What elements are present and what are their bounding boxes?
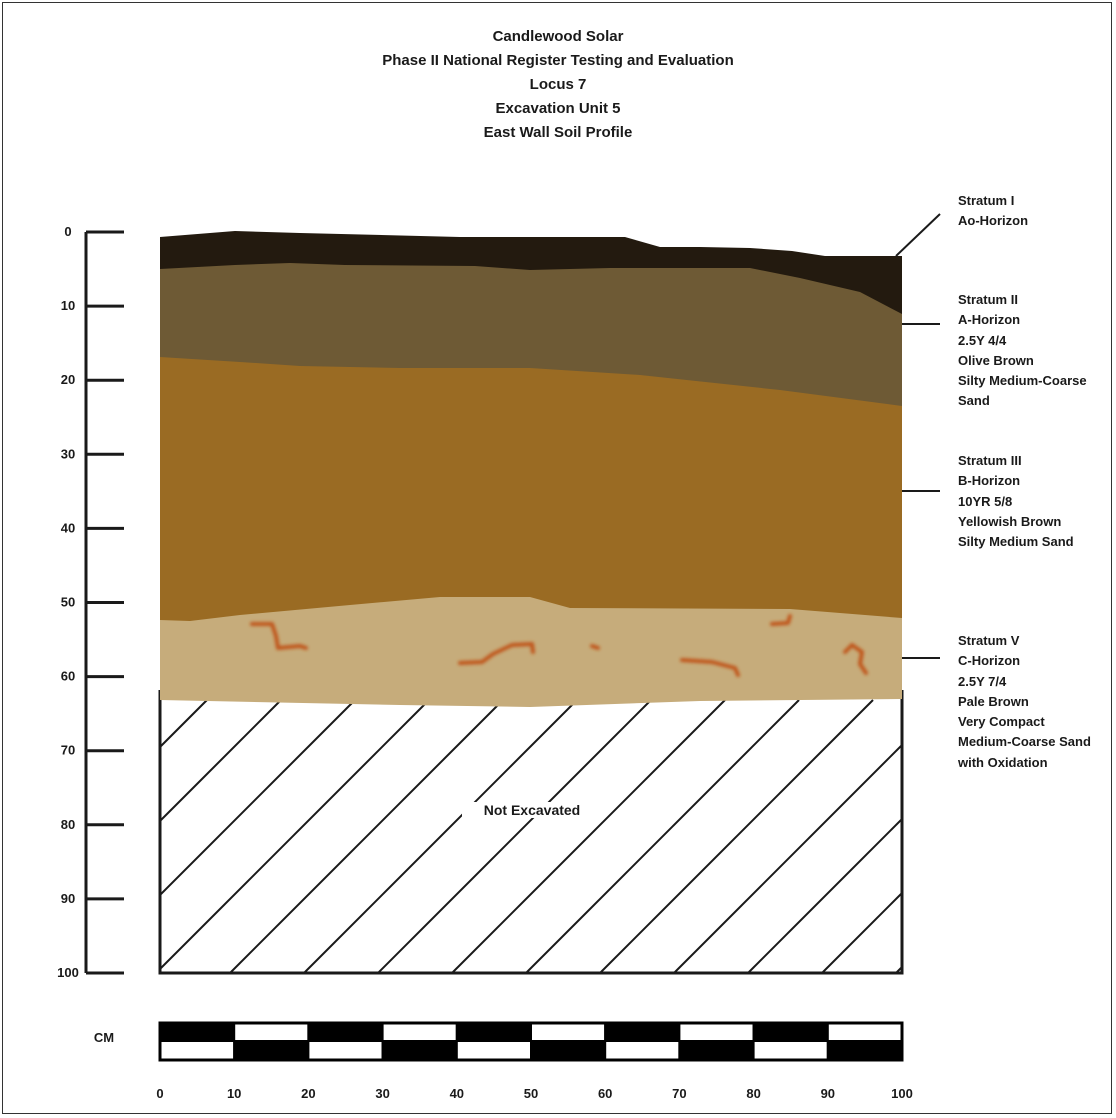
scale-tick-label-20: 20 bbox=[301, 1086, 315, 1101]
scale-cell-bottom bbox=[159, 1040, 236, 1061]
depth-tick-label-90: 90 bbox=[61, 891, 75, 906]
scale-cell-top bbox=[604, 1022, 681, 1042]
scale-bar: CM 0 10 20 30 40 50 60 70 80 90 100 bbox=[94, 1021, 913, 1101]
stratum-ii-name: Stratum II bbox=[958, 292, 1018, 307]
depth-tick-label-80: 80 bbox=[61, 817, 75, 832]
not-excavated-zone bbox=[158, 690, 904, 975]
stratum-iii-label: Stratum III B-Horizon 10YR 5/8 Yellowish… bbox=[958, 451, 1074, 552]
stratum-v-label: Stratum V C-Horizon 2.5Y 7/4 Pale Brown … bbox=[958, 631, 1091, 773]
depth-tick-label-50: 50 bbox=[61, 595, 75, 610]
stratum-i-horizon: Ao-Horizon bbox=[958, 213, 1029, 229]
scale-cell-top bbox=[678, 1022, 755, 1042]
stratum-ii-texture: Silty Medium-Coarse bbox=[958, 373, 1087, 389]
hatch-line bbox=[821, 892, 903, 974]
scale-cell-bottom bbox=[752, 1040, 829, 1061]
scale-tick-label-40: 40 bbox=[450, 1086, 464, 1101]
scale-cell-bottom bbox=[233, 1040, 310, 1061]
stratum-v-compaction: Very Compact bbox=[958, 714, 1045, 730]
depth-tick-label-100: 100 bbox=[57, 965, 79, 980]
scale-cell-bottom bbox=[455, 1040, 532, 1061]
stratum-v-horizon: C-Horizon bbox=[958, 653, 1021, 669]
stratum-ii-color-name: Olive Brown bbox=[958, 352, 1034, 368]
scale-cell-top bbox=[159, 1022, 236, 1042]
hatch-line bbox=[159, 699, 356, 896]
not-excavated-label: Not Excavated bbox=[462, 802, 602, 818]
scale-cell-top bbox=[752, 1022, 829, 1042]
depth-tick-label-40: 40 bbox=[61, 520, 75, 535]
scale-tick-label-10: 10 bbox=[227, 1086, 241, 1101]
depth-tick-label-0: 0 bbox=[64, 224, 71, 239]
stratum-leader-lines bbox=[895, 213, 941, 659]
scale-cell-bottom bbox=[604, 1040, 681, 1061]
hatch-line bbox=[159, 699, 208, 748]
stratum-i-layer bbox=[160, 231, 902, 314]
figure-title-profile: East Wall Soil Profile bbox=[483, 124, 633, 141]
leader-line-stratum-i bbox=[895, 213, 941, 257]
depth-tick-label-10: 10 bbox=[61, 298, 75, 313]
stratum-iii-name: Stratum III bbox=[958, 453, 1022, 468]
hatch-line bbox=[229, 699, 504, 974]
figure-title-unit: Excavation Unit 5 bbox=[495, 100, 621, 117]
scale-tick-label-80: 80 bbox=[746, 1086, 760, 1101]
scale-tick-label-90: 90 bbox=[821, 1086, 835, 1101]
scale-tick-label-100: 100 bbox=[891, 1086, 913, 1101]
figure-title-project: Candlewood Solar bbox=[492, 28, 624, 45]
scale-tick-label-30: 30 bbox=[375, 1086, 389, 1101]
depth-tick-label-20: 20 bbox=[61, 372, 75, 387]
scale-tick-label-0: 0 bbox=[156, 1086, 163, 1101]
scale-tick-label-70: 70 bbox=[672, 1086, 686, 1101]
scale-bar-outline bbox=[158, 1021, 904, 1062]
stratum-ii-texture-cont: Sand bbox=[958, 393, 990, 409]
hatch-line bbox=[159, 699, 282, 822]
depth-tick-label-60: 60 bbox=[61, 669, 75, 684]
oxidation-mottles bbox=[250, 614, 868, 677]
scale-cell-bottom bbox=[307, 1040, 384, 1061]
stratum-iii-layer bbox=[160, 355, 902, 621]
hatch-line bbox=[159, 699, 430, 970]
stratum-iii-munsell: 10YR 5/8 bbox=[958, 493, 1013, 509]
stratum-ii-label: Stratum II A-Horizon 2.5Y 4/4 Olive Brow… bbox=[958, 290, 1087, 412]
scale-cell-top bbox=[233, 1022, 310, 1042]
figure-title-phase: Phase II National Register Testing and E… bbox=[382, 52, 734, 69]
figure-title-locus: Locus 7 bbox=[529, 76, 587, 93]
hatch-line bbox=[451, 699, 726, 974]
scale-tick-label-60: 60 bbox=[598, 1086, 612, 1101]
scale-tick-label-50: 50 bbox=[524, 1086, 538, 1101]
stratum-v-name: Stratum V bbox=[958, 633, 1020, 648]
hatch-line bbox=[525, 699, 800, 974]
scale-cell-top bbox=[307, 1022, 384, 1042]
hatch-line bbox=[599, 699, 874, 974]
stratum-v-inclusions: with Oxidation bbox=[958, 754, 1048, 770]
scale-unit-label: CM bbox=[94, 1030, 114, 1045]
stratum-ii-munsell: 2.5Y 4/4 bbox=[958, 332, 1007, 348]
scale-cell-top bbox=[826, 1022, 903, 1042]
scale-cell-bottom bbox=[530, 1040, 607, 1061]
stratum-v-munsell: 2.5Y 7/4 bbox=[958, 673, 1007, 689]
depth-tick-label-70: 70 bbox=[61, 743, 75, 758]
hatch-line bbox=[377, 699, 652, 974]
scale-cell-bottom bbox=[381, 1040, 458, 1061]
stratum-iii-texture: Silty Medium Sand bbox=[958, 534, 1074, 550]
hatch-line bbox=[747, 818, 903, 974]
stratum-i-label: Stratum I Ao-Horizon bbox=[958, 191, 1028, 232]
scale-cell-top bbox=[530, 1022, 607, 1042]
depth-tick-label-30: 30 bbox=[61, 446, 75, 461]
stratum-iii-color-name: Yellowish Brown bbox=[958, 513, 1062, 529]
scale-cell-bottom bbox=[678, 1040, 755, 1061]
scale-cell-bottom bbox=[826, 1040, 903, 1061]
stratum-i-name: Stratum I bbox=[958, 193, 1015, 208]
stratum-v-color-name: Pale Brown bbox=[958, 693, 1029, 709]
stratum-iii-horizon: B-Horizon bbox=[958, 473, 1021, 489]
depth-axis: 0 10 20 30 40 50 60 70 80 90 100 bbox=[57, 224, 124, 980]
stratum-ii-layer bbox=[160, 261, 902, 406]
hatch-line bbox=[303, 699, 578, 974]
scale-cell-top bbox=[455, 1022, 532, 1042]
stratum-ii-horizon: A-Horizon bbox=[958, 312, 1021, 328]
scale-cell-top bbox=[381, 1022, 458, 1042]
hatch-line bbox=[673, 744, 903, 974]
stratum-v-texture: Medium-Coarse Sand bbox=[958, 734, 1091, 750]
